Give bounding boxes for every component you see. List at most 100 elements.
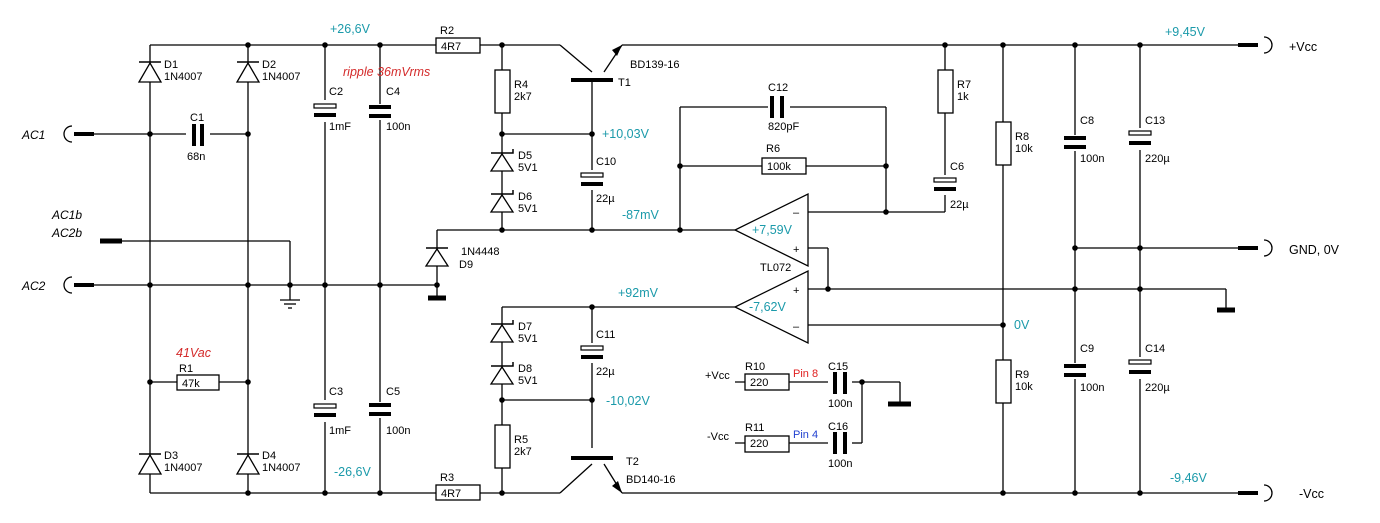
- voltage-zener-neg: -10,02V: [606, 394, 650, 408]
- resistor-r3: [435, 484, 481, 501]
- capacitor-c9: [1063, 363, 1087, 379]
- r5-ref: R5: [514, 434, 528, 446]
- transistor-t1: [571, 45, 622, 82]
- c8-ref: C8: [1080, 115, 1094, 127]
- c6-ref: C6: [950, 161, 964, 173]
- voltage-opamp-out-top: +7,59V: [752, 223, 793, 237]
- zener-d5: [489, 149, 515, 172]
- output-vcc-pos-label: +Vcc: [1289, 40, 1317, 54]
- c11-ref: C11: [596, 329, 615, 341]
- resistor-r1: [176, 374, 220, 391]
- t1-value: BD139-16: [630, 59, 680, 71]
- c15-value: 100n: [828, 398, 852, 410]
- zener-d7: [489, 320, 515, 343]
- d8-value: 5V1: [518, 375, 538, 387]
- vcc-pos-connector-icon: [1238, 36, 1273, 54]
- d7-value: 5V1: [518, 333, 538, 345]
- voltage-opamp-in-top: -87mV: [622, 208, 659, 222]
- pin8-label: Pin 8: [793, 368, 818, 380]
- output-gnd-label: GND, 0V: [1289, 243, 1340, 257]
- pin4-label: Pin 4: [793, 429, 818, 441]
- r6-value: 100k: [767, 161, 791, 173]
- c12-ref: C12: [768, 82, 788, 94]
- c1-ref: C1: [190, 112, 204, 124]
- resistor-r2: [435, 37, 481, 54]
- r4-value: 2k7: [514, 91, 532, 103]
- d2-ref: D2: [262, 59, 276, 71]
- t2-value: BD140-16: [626, 474, 676, 486]
- r10-value: 220: [750, 377, 768, 389]
- ac2-connector-icon: [63, 276, 94, 294]
- resistor-r4: [494, 69, 511, 114]
- opamp-bottom-plus: +: [793, 285, 799, 297]
- c11-value: 22µ: [596, 366, 615, 378]
- r5-value: 2k7: [514, 446, 532, 458]
- c16-ref: C16: [828, 421, 848, 433]
- d6-ref: D6: [518, 191, 532, 203]
- d1-ref: D1: [164, 59, 178, 71]
- capacitor-c14: [1127, 357, 1153, 379]
- r9-ref: R9: [1015, 369, 1029, 381]
- d3-value: 1N4007: [164, 462, 203, 474]
- c1-value: 68n: [187, 151, 205, 163]
- zener-d8: [489, 362, 515, 385]
- r7-value: 1k: [957, 91, 969, 103]
- r4-ref: R4: [514, 79, 528, 91]
- r8-value: 10k: [1015, 143, 1033, 155]
- t1-ref: T1: [618, 77, 631, 89]
- r11-ref: R11: [745, 422, 764, 434]
- resistor-r10: [744, 373, 790, 391]
- c16-value: 100n: [828, 458, 852, 470]
- r9-value: 10k: [1015, 381, 1033, 393]
- d4-value: 1N4007: [262, 462, 301, 474]
- resistor-r7: [937, 69, 954, 114]
- voltage-out-neg: -9,46V: [1170, 471, 1207, 485]
- c3-ref: C3: [329, 386, 343, 398]
- r2-value: 4R7: [441, 41, 461, 53]
- capacitor-c6: [932, 175, 958, 195]
- input-ac1b-label: AC1b: [51, 208, 82, 222]
- vcc-neg-local-label: -Vcc: [707, 431, 730, 443]
- diode-d3: [137, 453, 163, 475]
- capacitor-c13: [1127, 128, 1153, 150]
- c4-ref: C4: [386, 86, 400, 98]
- opamp-bottom-minus: –: [793, 321, 800, 333]
- c10-ref: C10: [596, 156, 616, 168]
- capacitor-c12: [770, 96, 784, 118]
- diode-d1: [137, 61, 163, 83]
- capacitor-c1: [186, 124, 210, 146]
- voltage-rail-neg-raw: -26,6V: [334, 465, 371, 479]
- voltage-zener-pos: +10,03V: [602, 127, 650, 141]
- r3-ref: R3: [440, 472, 454, 484]
- r6-ref: R6: [766, 143, 780, 155]
- r3-value: 4R7: [441, 488, 461, 500]
- input-ac2b-label: AC2b: [51, 226, 82, 240]
- junction-dots: [147, 42, 1143, 496]
- opamp-bottom: [733, 269, 809, 345]
- ripple-note: ripple 36mVrms: [343, 65, 430, 79]
- c4-value: 100n: [386, 121, 410, 133]
- capacitor-c4: [368, 104, 392, 120]
- d3-ref: D3: [164, 450, 178, 462]
- opamp-top: [733, 192, 809, 268]
- c5-value: 100n: [386, 425, 410, 437]
- voltage-annotations: +26,6V -26,6V +10,03V -10,02V -87mV +92m…: [330, 22, 1207, 485]
- diode-d9: [424, 247, 450, 267]
- capacitor-c2: [312, 100, 338, 122]
- capacitor-c10: [579, 170, 605, 190]
- voltage-opamp-out-bottom: -7,62V: [749, 300, 786, 314]
- capacitor-c3: [312, 400, 338, 422]
- gnd-connector-icon: [1238, 239, 1273, 257]
- c12-value: 820pF: [768, 121, 799, 133]
- c10-value: 22µ: [596, 193, 615, 205]
- resistor-r11: [744, 435, 790, 453]
- vcc-neg-connector-icon: [1238, 484, 1273, 502]
- capacitor-c16: [828, 432, 852, 454]
- input-ac1-label: AC1: [21, 128, 45, 142]
- diode-d2: [235, 61, 261, 83]
- voltage-rail-pos-raw: +26,6V: [330, 22, 371, 36]
- d8-ref: D8: [518, 363, 532, 375]
- d4-ref: D4: [262, 450, 276, 462]
- capacitor-c8: [1063, 135, 1087, 151]
